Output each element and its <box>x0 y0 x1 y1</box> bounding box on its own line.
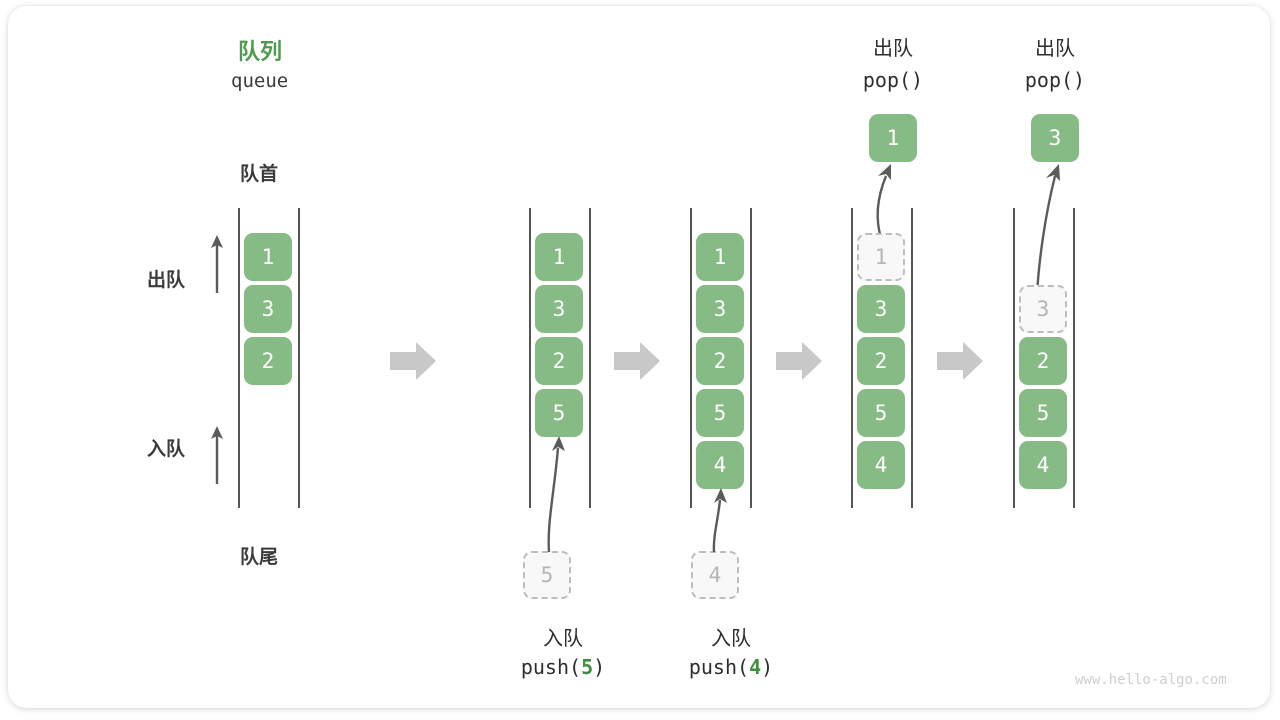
queue-rail-left <box>851 208 853 508</box>
queue-rail-right <box>298 208 300 508</box>
push-code-suffix: ) <box>761 655 774 679</box>
queue-rail-left <box>690 208 692 508</box>
queue-cell: 3 <box>244 285 292 333</box>
queue-rail-right <box>911 208 913 508</box>
enqueue-direction-label: 入队 <box>147 439 186 460</box>
queue-cell: 3 <box>535 285 583 333</box>
queue-cell: 2 <box>696 337 744 385</box>
queue-front-label: 队首 <box>240 164 279 185</box>
queue-cell: 1 <box>696 233 744 281</box>
push-arrow-icon <box>690 484 750 556</box>
queue-cell: 2 <box>1019 337 1067 385</box>
push-arrow-icon <box>520 432 580 557</box>
popped-element: 1 <box>869 114 917 162</box>
incoming-element-ghost: 4 <box>691 551 739 599</box>
queue-cell: 3 <box>696 285 744 333</box>
queue-cell: 4 <box>1019 441 1067 489</box>
watermark: www.hello-algo.com <box>1075 672 1227 688</box>
step-arrow-icon <box>776 340 824 382</box>
push-caption-code: push(5) <box>508 655 618 679</box>
queue-rear-label: 队尾 <box>240 547 279 568</box>
queue-cell: 2 <box>535 337 583 385</box>
step-arrow-icon <box>390 340 438 382</box>
pop-arrow-icon <box>855 160 915 240</box>
pop-caption-cn: 出队 <box>1035 38 1075 60</box>
removed-element-ghost: 1 <box>857 233 905 281</box>
diagram-title-cn: 队列 <box>238 39 283 64</box>
queue-cell: 4 <box>857 441 905 489</box>
queue-cell: 3 <box>857 285 905 333</box>
push-caption-cn: 入队 <box>543 628 583 650</box>
incoming-element-ghost: 5 <box>523 551 571 599</box>
step-arrow-icon <box>614 340 662 382</box>
push-code-prefix: push( <box>520 655 582 679</box>
push-code-suffix: ) <box>593 655 606 679</box>
queue-cell: 1 <box>535 233 583 281</box>
step-arrow-icon <box>937 340 985 382</box>
queue-rail-left <box>238 208 240 508</box>
queue-cell: 5 <box>857 389 905 437</box>
push-code-arg: 5 <box>581 655 594 679</box>
diagram-title-en: queue <box>231 70 289 92</box>
push-caption-cn: 入队 <box>711 628 751 650</box>
push-code-arg: 4 <box>749 655 762 679</box>
queue-cell: 1 <box>244 233 292 281</box>
queue-cell: 5 <box>1019 389 1067 437</box>
queue-rail-left <box>1013 208 1015 508</box>
queue-cell-new: 4 <box>696 441 744 489</box>
queue-cell-new: 5 <box>535 389 583 437</box>
push-caption-code: push(4) <box>676 655 786 679</box>
queue-cell: 5 <box>696 389 744 437</box>
dequeue-direction-label: 出队 <box>147 270 186 291</box>
queue-rail-right <box>1073 208 1075 508</box>
queue-rail-left <box>529 208 531 508</box>
queue-rail-right <box>589 208 591 508</box>
queue-cell: 2 <box>857 337 905 385</box>
queue-cell: 2 <box>244 337 292 385</box>
queue-rail-right <box>750 208 752 508</box>
enqueue-direction-arrow-icon <box>206 424 228 486</box>
push-code-prefix: push( <box>688 655 750 679</box>
pop-caption-code: pop() <box>1024 68 1086 92</box>
pop-caption-cn: 出队 <box>873 38 913 60</box>
pop-arrow-icon <box>1015 160 1085 296</box>
popped-element: 3 <box>1031 114 1079 162</box>
removed-element-ghost: 3 <box>1019 285 1067 333</box>
pop-caption-code: pop() <box>862 68 924 92</box>
dequeue-direction-arrow-icon <box>206 233 228 295</box>
